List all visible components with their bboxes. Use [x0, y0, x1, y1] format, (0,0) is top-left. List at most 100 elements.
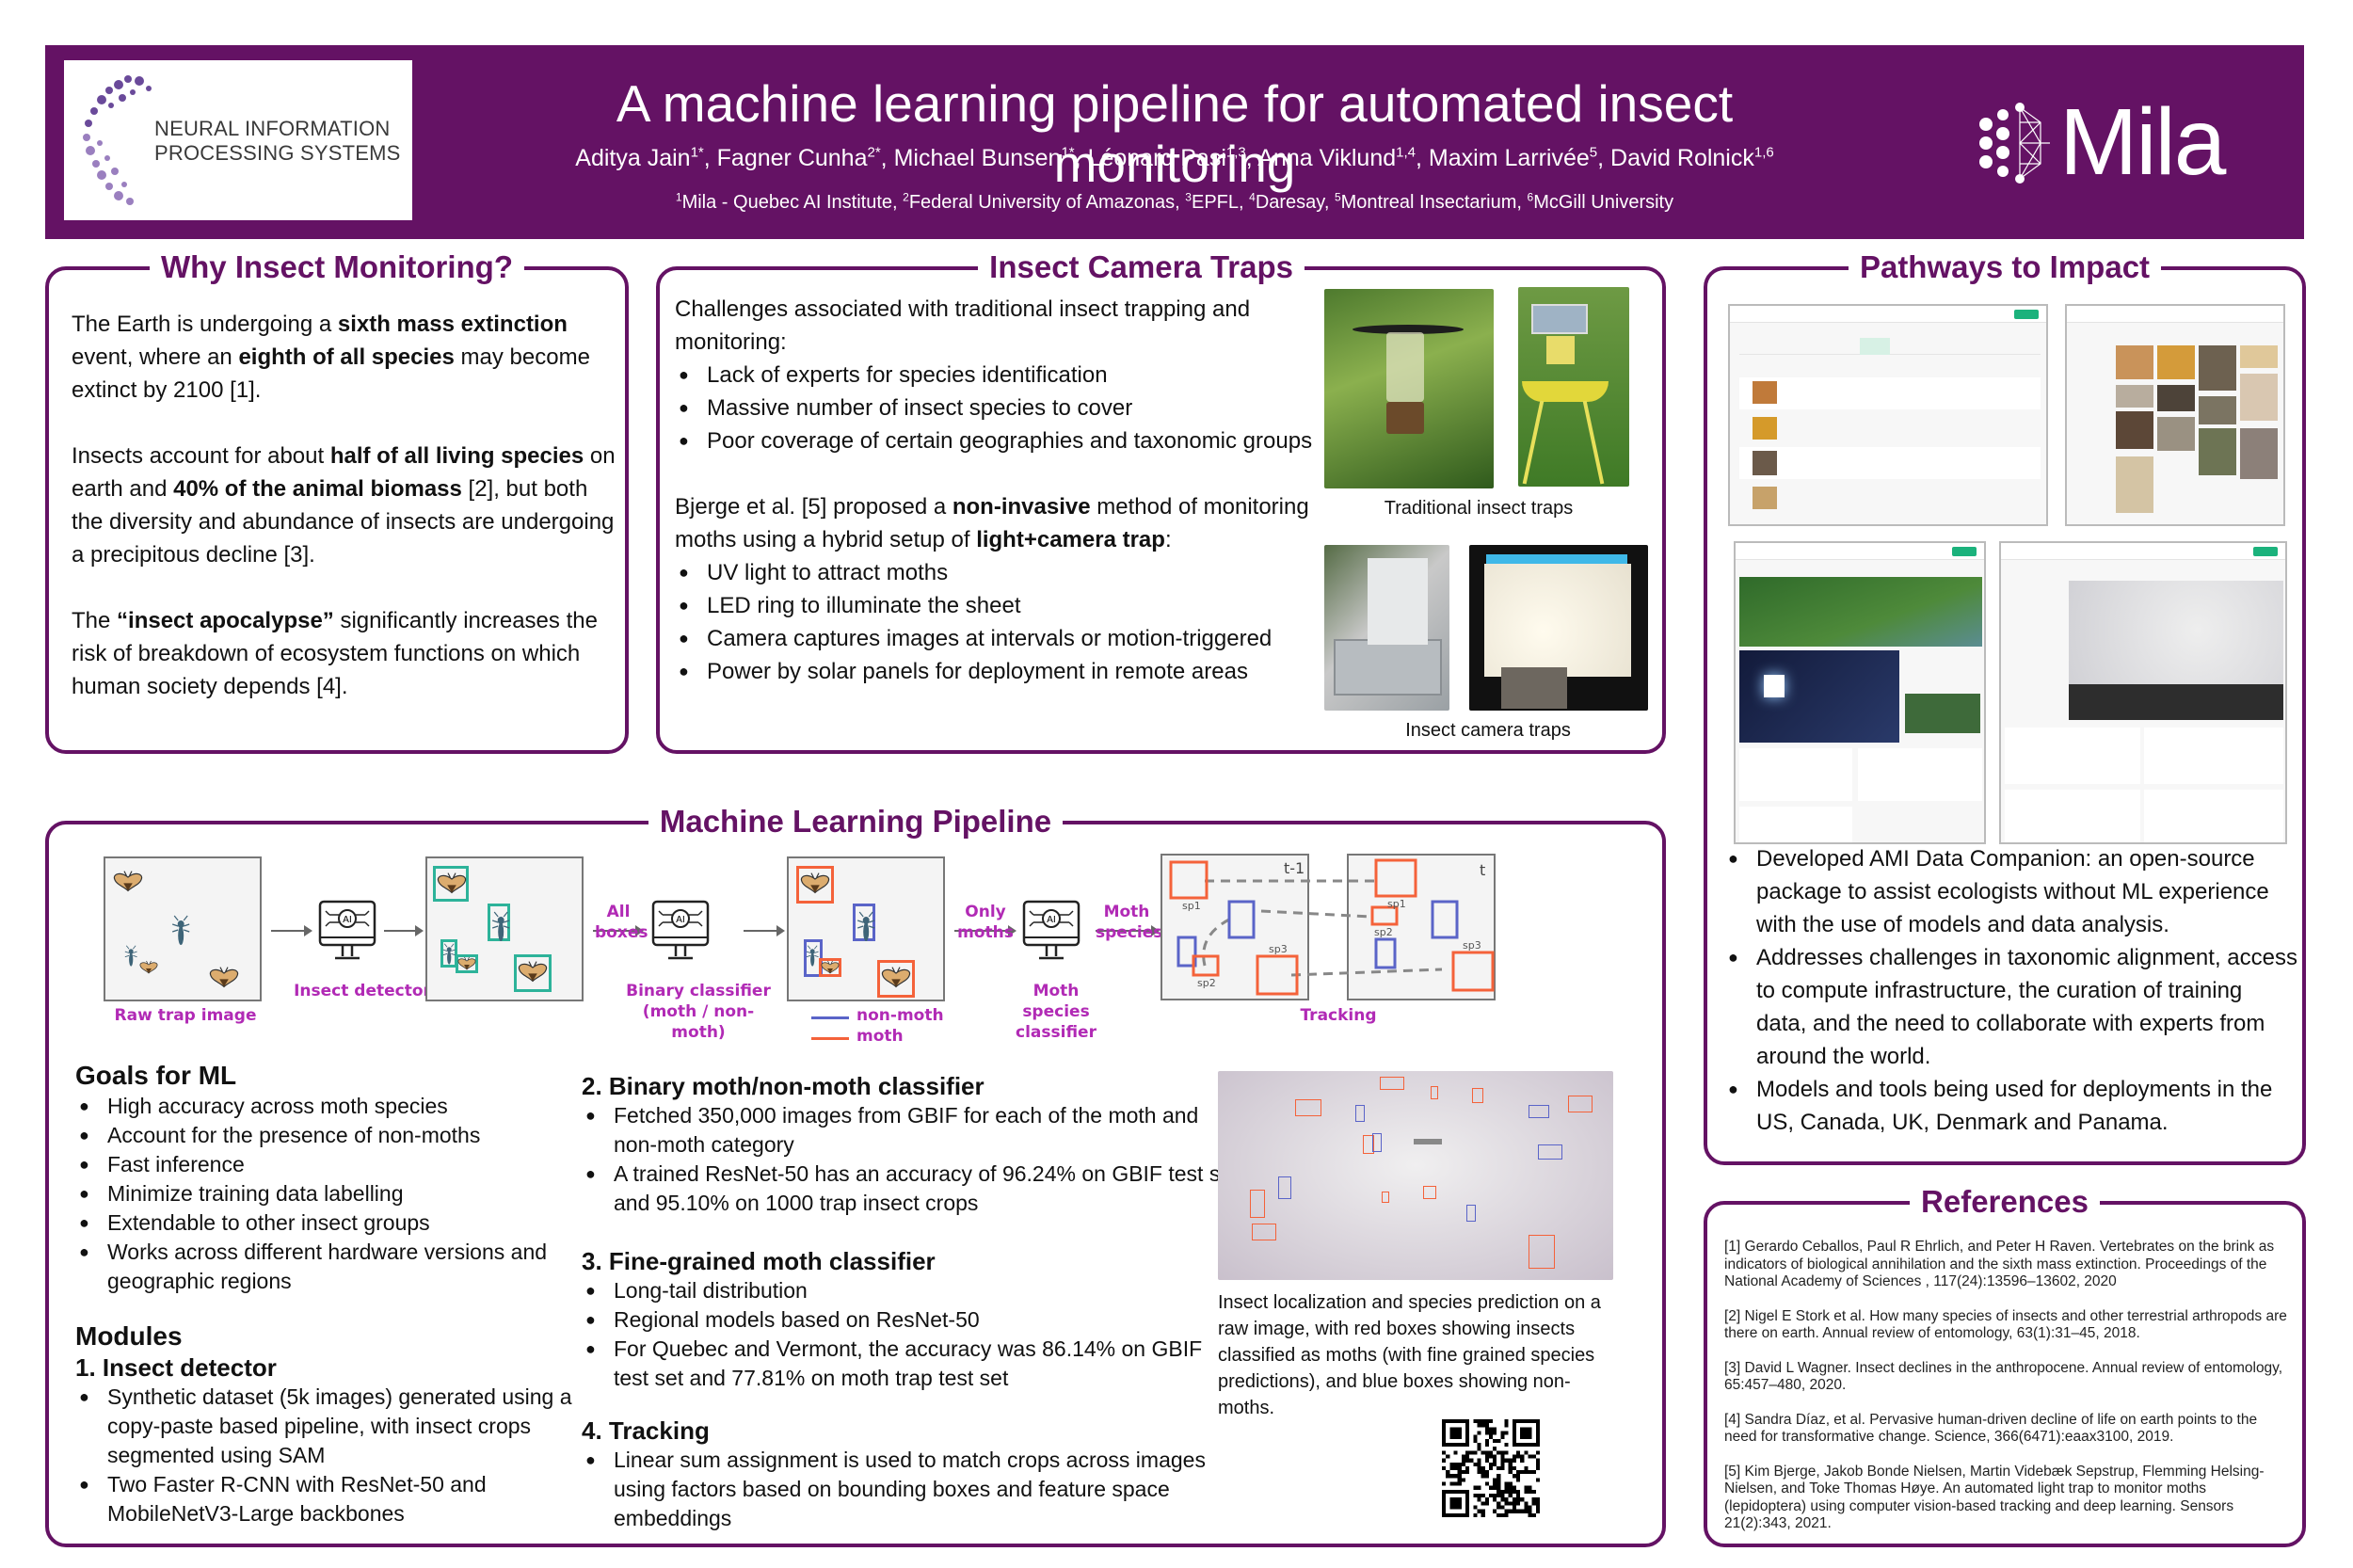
moth-icon	[821, 960, 840, 980]
goal-item: Fast inference	[75, 1150, 584, 1179]
neurips-logo: NEURAL INFORMATION PROCESSING SYSTEMS	[64, 60, 412, 220]
author-name: Maxim Larrivée	[1428, 145, 1590, 171]
non-moth-icon	[442, 943, 456, 970]
affiliation-name: EPFL	[1191, 192, 1240, 213]
author-name: Anna Viklund	[1257, 145, 1397, 171]
classified-insects-figure	[787, 856, 945, 1001]
non-moth-icon	[806, 945, 819, 972]
goal-item: Works across different hardware versions…	[75, 1238, 584, 1296]
module-items: Fetched 350,000 images from GBIF for eac…	[582, 1101, 1241, 1218]
legend-moth-swatch	[811, 1037, 849, 1040]
detected-insects-figure	[425, 856, 584, 1001]
only-moths-label: Only moths	[957, 903, 1014, 942]
affiliation-name: Daresay	[1255, 192, 1324, 213]
tracking-label: Tracking	[1300, 1006, 1377, 1025]
moth-icon	[209, 966, 239, 995]
text-run: Bjerge et al. [5] proposed a	[675, 494, 952, 520]
text-run: method of monitoring moths using a hybri…	[675, 494, 1309, 552]
flow-arrow	[593, 925, 644, 936]
moth-box	[877, 960, 915, 998]
reference-item: [3] David L Wagner. Insect declines in t…	[1724, 1359, 2283, 1394]
non-moth-icon	[491, 911, 510, 948]
text-run: :	[1164, 527, 1172, 552]
detection-box	[488, 904, 510, 941]
app-screenshot-project-overview	[1734, 541, 1986, 844]
author-name: David Rolnick	[1610, 145, 1754, 171]
species-classifier-label: Moth species classifier	[1016, 982, 1096, 1042]
feature-item: Camera captures images at intervals or m…	[675, 622, 1315, 655]
emphasis: non-invasive	[952, 494, 1091, 520]
moth-icon	[437, 872, 467, 901]
moth-box	[1374, 858, 1417, 898]
module-heading: 3. Fine-grained moth classifier	[582, 1247, 936, 1275]
goal-item: Extendable to other insect groups	[75, 1208, 584, 1238]
reference-item: [1] Gerardo Ceballos, Paul R Ehrlich, an…	[1724, 1239, 2275, 1289]
why-paragraph: The Earth is undergoing a sixth mass ext…	[72, 308, 617, 407]
panel-title: Why Insect Monitoring?	[150, 249, 524, 284]
goal-item: Minimize training data labelling	[75, 1179, 584, 1208]
detection-box	[440, 939, 457, 968]
module-item: Long-tail distribution	[582, 1276, 1241, 1305]
emphasis: half of all living species	[329, 443, 584, 469]
result-caption: Insect localization and species predicti…	[1218, 1292, 1601, 1418]
why-paragraph: The “insect apocalypse” significantly in…	[72, 604, 617, 703]
module-item: Synthetic dataset (5k images) generated …	[75, 1383, 584, 1470]
feature-item: LED ring to illuminate the sheet	[675, 589, 1315, 622]
flow-arrow	[744, 925, 785, 936]
module-item: Two Faster R-CNN with ResNet-50 and Mobi…	[75, 1470, 584, 1528]
title-block: A machine learning pipeline for automate…	[563, 45, 1786, 239]
flow-arrow	[1096, 925, 1160, 936]
feature-item: UV light to attract moths	[675, 556, 1315, 589]
svg-text:AI: AI	[676, 915, 685, 925]
author-affiliation-mark: 1,3	[1225, 144, 1246, 161]
non-moth-box	[1176, 936, 1197, 968]
panel-title: Pathways to Impact	[1848, 249, 2162, 284]
affiliation-name: Mila - Quebec AI Institute	[681, 192, 893, 213]
camera-traps-caption: Insect camera traps	[1405, 720, 1571, 741]
features-list: UV light to attract mothsLED ring to ill…	[675, 556, 1315, 688]
goals-column: Goals for ML High accuracy across moth s…	[75, 1060, 584, 1528]
author-name: Aditya Jain	[575, 145, 691, 171]
insect-detector-label: Insect detector	[294, 982, 431, 1000]
goals-heading: Goals for ML	[75, 1061, 237, 1090]
module-items: Long-tail distributionRegional models ba…	[582, 1276, 1241, 1393]
text-run: Insects account for about	[72, 443, 330, 469]
non-moth-box	[1374, 937, 1397, 969]
detection-box	[514, 954, 552, 992]
impact-item: Models and tools being used for deployme…	[1724, 1073, 2298, 1139]
author-affiliation-mark: 1,6	[1753, 144, 1774, 161]
app-screenshot-gallery	[2065, 304, 2285, 526]
affiliation-mark: 4	[1249, 190, 1256, 204]
text-run: may become extinct by 2100 [1].	[72, 344, 590, 403]
neurips-logo-line1: NEURAL INFORMATION	[154, 117, 391, 140]
moth-box	[1370, 905, 1399, 926]
goals-list: High accuracy across moth speciesAccount…	[75, 1092, 584, 1296]
challenges-list: Lack of experts for species identificati…	[675, 359, 1315, 457]
why-paragraph: Insects account for about half of all li…	[72, 440, 617, 571]
qr-code[interactable]	[1442, 1419, 1540, 1517]
mila-logo-text: Mila	[2059, 89, 2226, 195]
author-affiliation-mark: 1*	[1061, 144, 1075, 161]
detection-box	[433, 866, 469, 902]
camera-trap-photo-sheet	[1469, 545, 1648, 711]
panel-title: Insect Camera Traps	[978, 249, 1305, 284]
module-tracking: 4. TrackingLinear sum assignment is used…	[582, 1416, 1241, 1533]
non-moth-box	[1227, 900, 1256, 939]
feature-item: Power by solar panels for deployment in …	[675, 655, 1315, 688]
camera-body: Challenges associated with traditional i…	[675, 293, 1315, 688]
camera-trap-photo-box	[1324, 545, 1449, 711]
frame-t-minus-1	[1160, 854, 1309, 1000]
ai-binary-classifier-icon: AI	[648, 900, 713, 972]
reference-item: [2] Nigel E Stork et al. How many specie…	[1724, 1307, 2287, 1342]
legend-moth-label: moth	[856, 1027, 904, 1046]
module-item: Fetched 350,000 images from GBIF for eac…	[582, 1101, 1241, 1160]
why-body: The Earth is undergoing a sixth mass ext…	[72, 308, 617, 736]
mila-network-icon	[1979, 103, 2050, 184]
affiliation-name: Montreal Insectarium	[1340, 192, 1517, 213]
moth-icon	[881, 966, 911, 995]
text-run: event, where an	[72, 344, 239, 370]
moth-box	[1192, 954, 1220, 977]
module-items: Linear sum assignment is used to match c…	[582, 1446, 1241, 1533]
module-heading: 4. Tracking	[582, 1416, 710, 1445]
legend-nonmoth-label: non-moth	[856, 1006, 944, 1025]
